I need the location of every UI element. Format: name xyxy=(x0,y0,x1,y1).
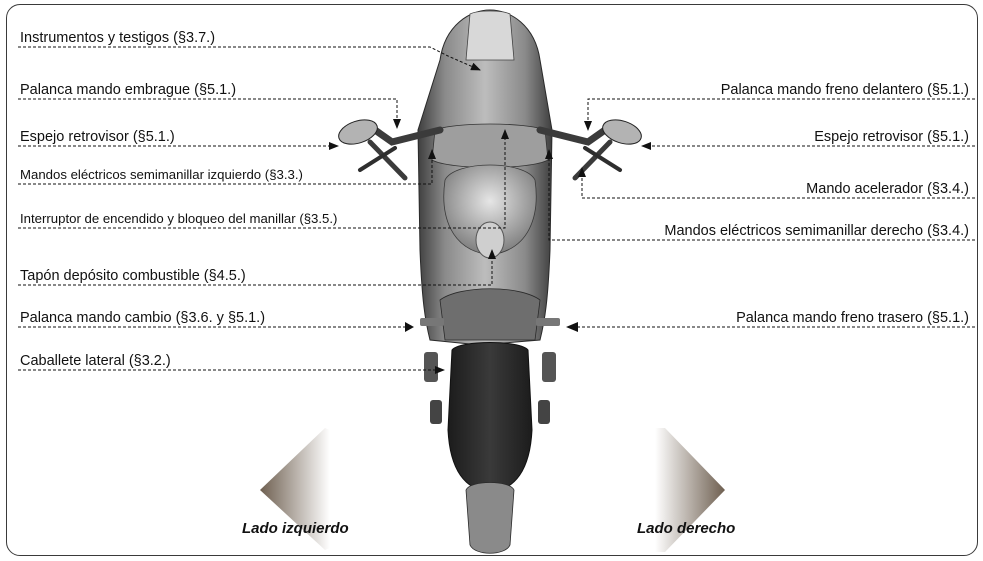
label-throttle: Mando acelerador (§3.4.) xyxy=(806,181,969,197)
label-right-mirror: Espejo retrovisor (§5.1.) xyxy=(814,129,969,145)
label-side-stand: Caballete lateral (§3.2.) xyxy=(20,353,171,369)
brake-pedal-pointer xyxy=(566,322,578,332)
label-fuel-cap: Tapón depósito combustible (§4.5.) xyxy=(20,268,246,284)
label-right-switch-controls: Mandos eléctricos semimanillar derecho (… xyxy=(664,223,969,239)
label-rear-brake-lever: Palanca mando freno trasero (§5.1.) xyxy=(736,310,969,326)
label-clutch-lever: Palanca mando embrague (§5.1.) xyxy=(20,82,236,98)
label-left-mirror: Espejo retrovisor (§5.1.) xyxy=(20,129,175,145)
right-side-caption: Lado derecho xyxy=(637,520,735,537)
label-front-brake-lever: Palanca mando freno delantero (§5.1.) xyxy=(721,82,969,98)
motorcycle-illustration xyxy=(336,10,645,553)
left-side-caption: Lado izquierdo xyxy=(242,520,349,537)
label-left-switch-controls: Mandos eléctricos semimanillar izquierdo… xyxy=(20,167,303,183)
label-ignition-switch: Interruptor de encendido y bloqueo del m… xyxy=(20,211,337,227)
label-gear-lever: Palanca mando cambio (§3.6. y §5.1.) xyxy=(20,310,265,326)
label-instruments: Instrumentos y testigos (§3.7.) xyxy=(20,30,215,46)
shift-lever-pointer xyxy=(405,322,414,332)
